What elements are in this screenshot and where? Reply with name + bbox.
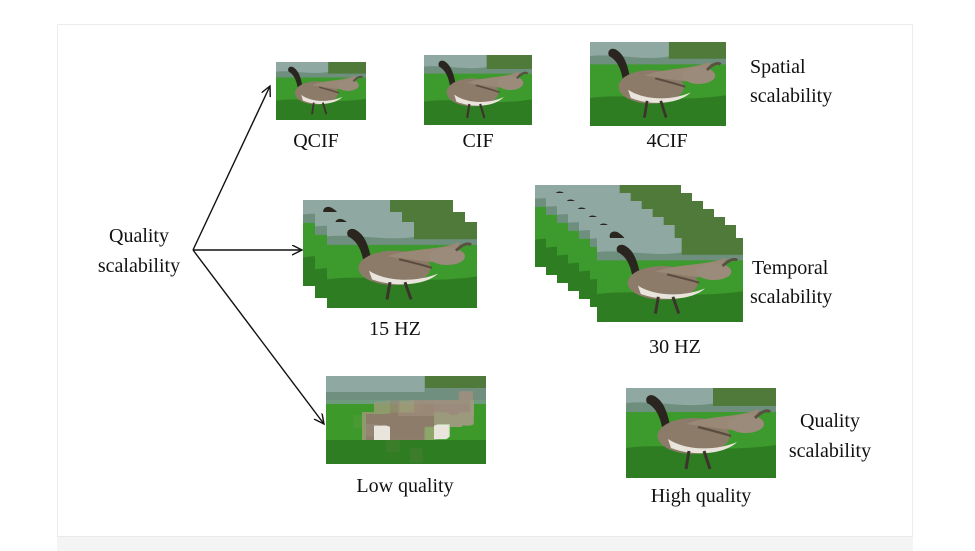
low-quality-image (326, 376, 486, 466)
quality-left-line1: Quality (109, 225, 169, 247)
hz15-frame-stack (303, 200, 477, 308)
high-quality-image (626, 388, 776, 478)
cif-image (424, 55, 532, 125)
4cif-image (590, 42, 726, 126)
temporal-label-line1: Temporal (752, 257, 829, 279)
quality-right-line1: Quality (800, 410, 860, 432)
4cif-label: 4CIF (646, 130, 687, 152)
high-quality-label: High quality (651, 485, 752, 507)
arrow-to-spatial (192, 86, 270, 251)
arrow-to-quality (192, 249, 324, 424)
spatial-label-line2: scalability (750, 85, 832, 107)
hz15-label: 15 HZ (369, 318, 421, 340)
low-quality-label: Low quality (356, 475, 453, 497)
quality-right-line2: scalability (789, 440, 871, 462)
quality-left-line2: scalability (98, 255, 180, 277)
hz30-frame-stack (535, 185, 743, 322)
spatial-label-line1: Spatial (750, 56, 806, 78)
qcif-label: QCIF (293, 130, 339, 152)
footer-strip (57, 536, 913, 551)
temporal-label-line2: scalability (750, 286, 832, 308)
cif-label: CIF (462, 130, 493, 152)
qcif-image (276, 62, 366, 120)
hz30-label: 30 HZ (649, 336, 701, 358)
